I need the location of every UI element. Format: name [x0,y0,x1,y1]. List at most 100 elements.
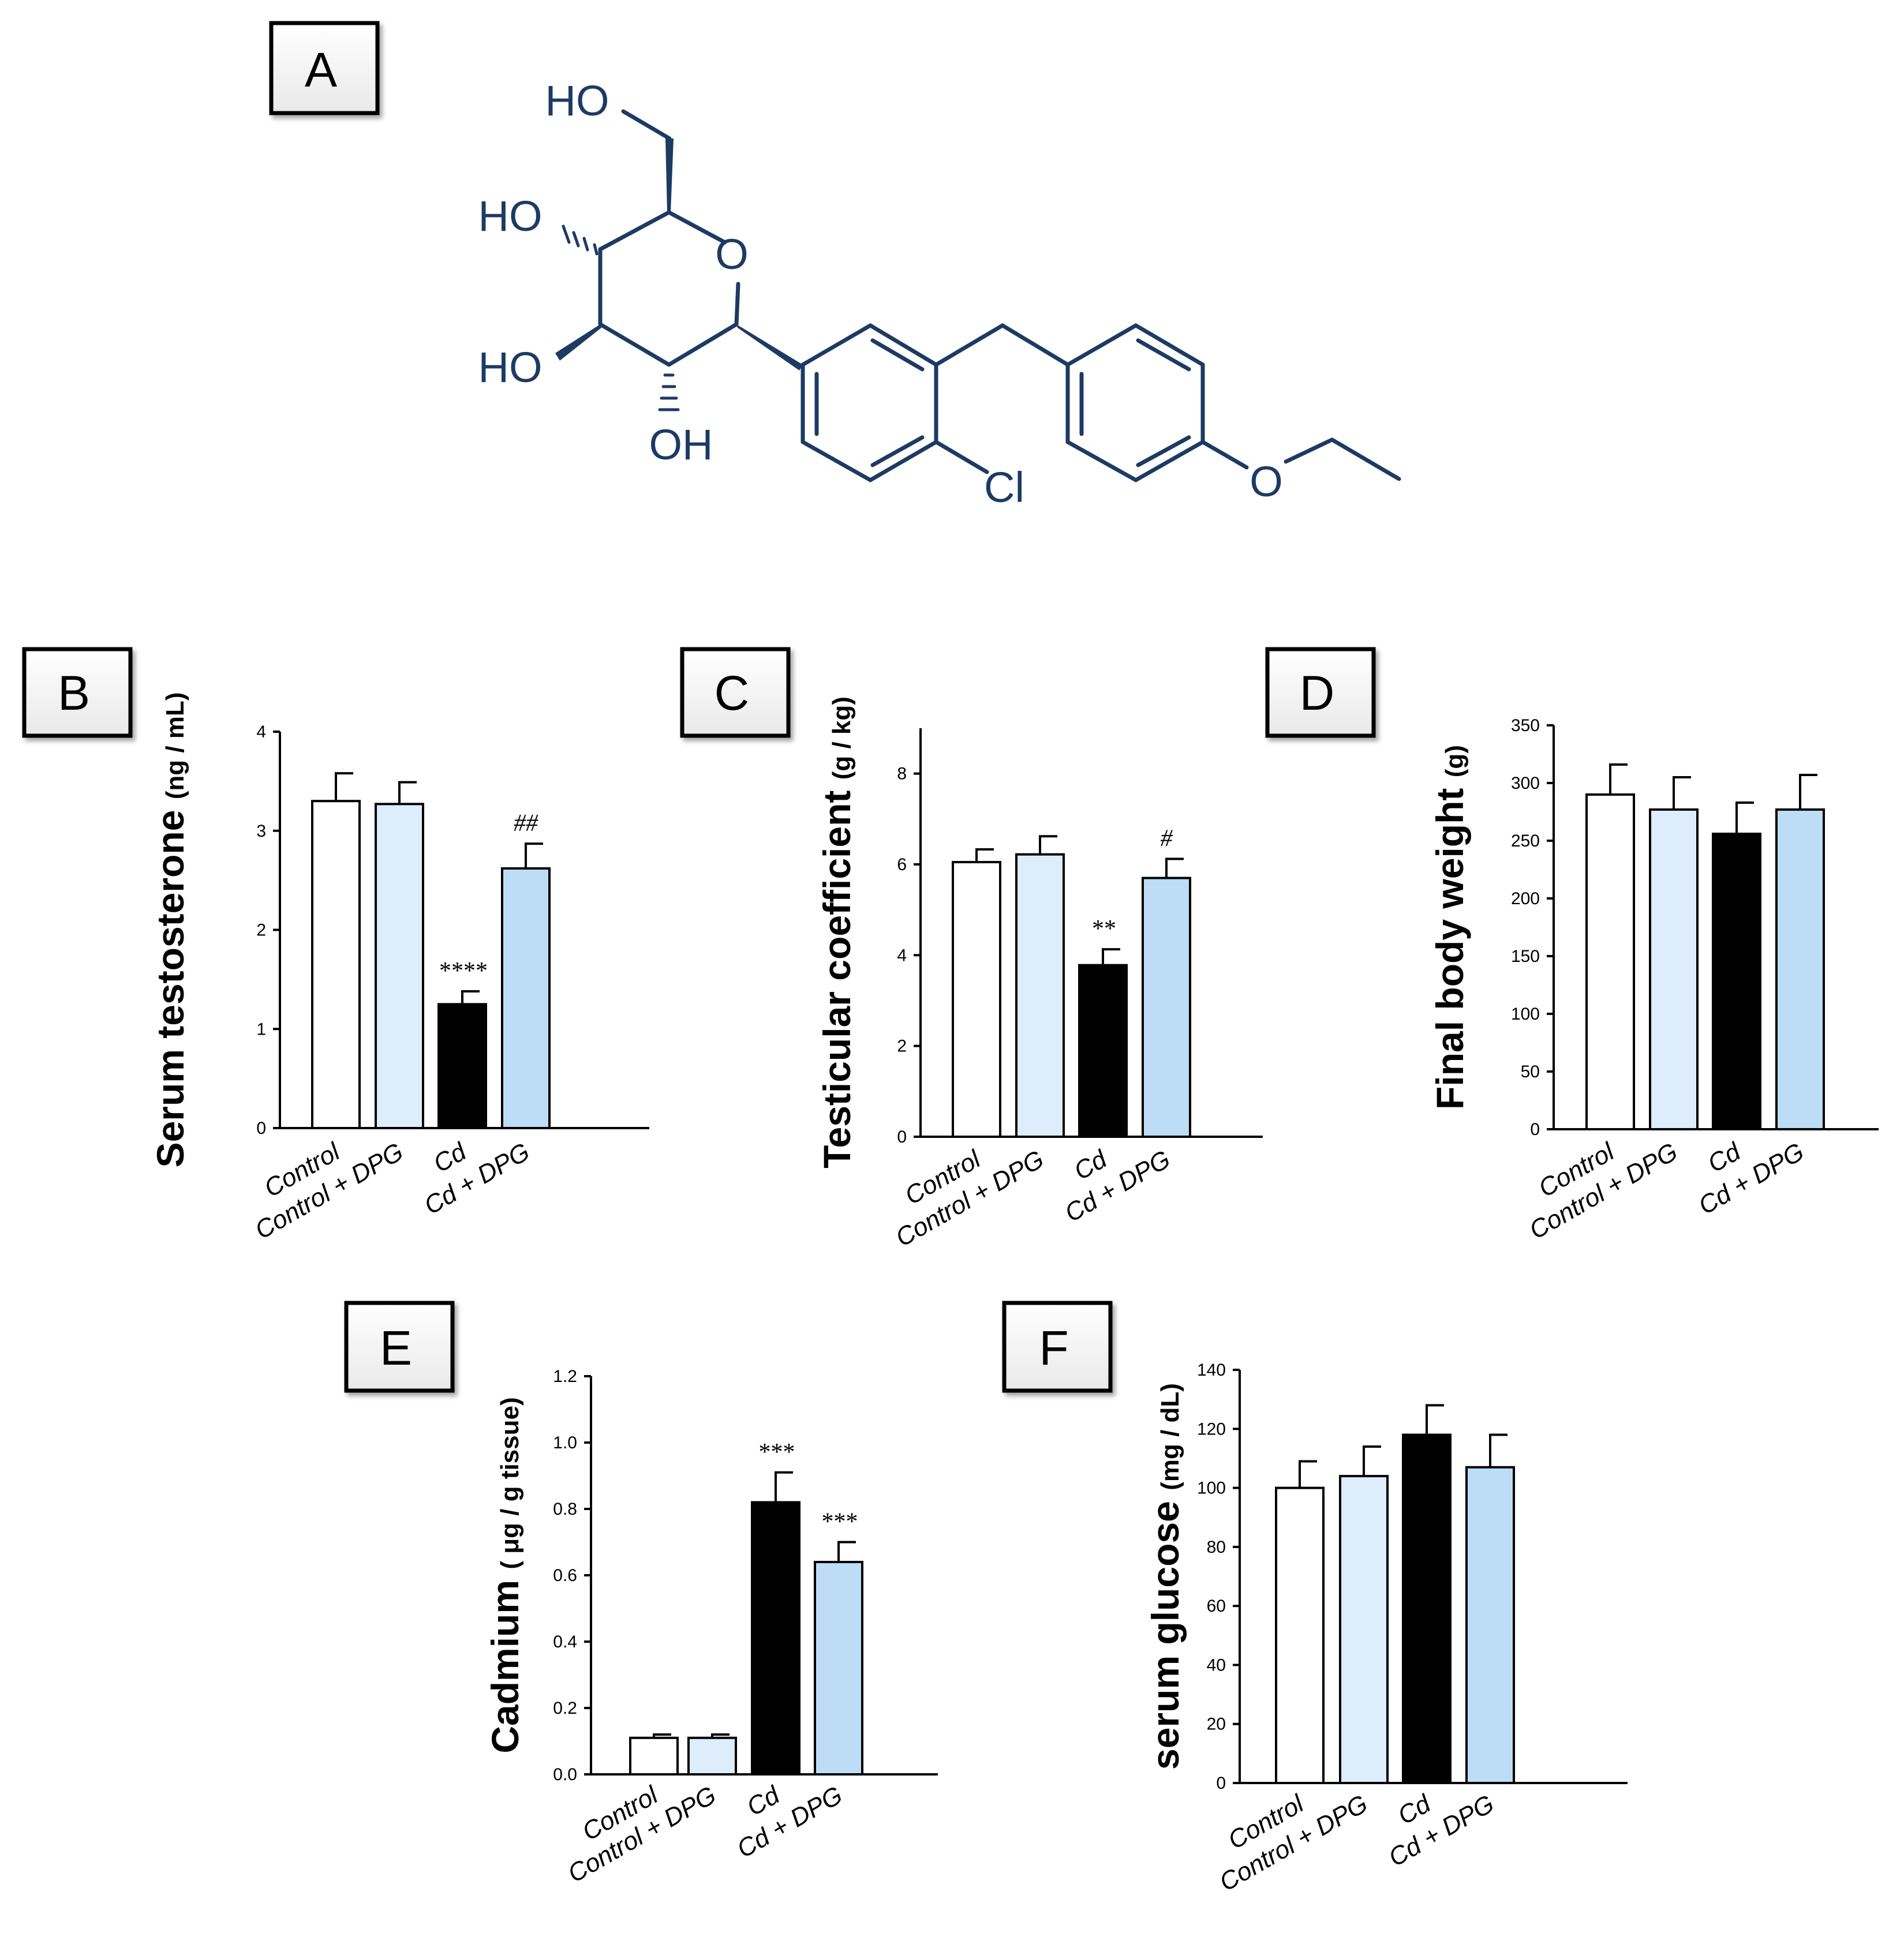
y-axis-label: Testicular coefficient (g / kg) [816,696,858,1168]
bar-control [311,800,361,1129]
bond-bridge-1 [934,323,1005,367]
bond-ar2-a [1065,323,1138,367]
bar-cd-dpg [814,1561,863,1776]
bar-cd [1712,833,1761,1130]
y-axis-unit: (mg / dL) [1156,1383,1184,1490]
bar-control-dpg [1015,853,1065,1138]
y-tick-label: 0.6 [553,1566,577,1585]
y-tick-label: 40 [1207,1655,1226,1675]
y-tick-label: 150 [1511,947,1540,966]
y-axis-label-text: Final body weight [1428,777,1471,1110]
y-tick-label: 2 [897,1037,907,1056]
bond-ether-3 [1330,437,1401,481]
y-tick-label: 350 [1511,716,1540,735]
atom-label-ether-o: O [1250,458,1283,505]
panel-letter-d: D [1300,666,1335,720]
significance-label: *** [758,1439,794,1466]
bond-c2-c3 [598,322,671,367]
panel-label-e: E [344,1301,455,1393]
bond-c5-o [667,210,727,245]
y-axis-label: serum glucose (mg / dL) [1144,1383,1187,1770]
panel-label-b: B [22,647,133,738]
y-tick-label: 0 [1530,1120,1540,1139]
wedge-c3 [555,324,601,361]
significance-label: **** [438,958,487,984]
bar-control-dpg [375,803,424,1129]
y-axis-label-text: Serum testosterone [149,799,192,1167]
y-tick-label: 20 [1207,1715,1226,1734]
bar-cd-dpg [1775,808,1825,1130]
y-tick-label: 120 [1197,1419,1226,1439]
y-tick-label: 0.0 [553,1765,577,1784]
y-axis-unit: (g) [1441,745,1469,777]
y-axis-label: Final body weight (g) [1428,745,1471,1110]
atom-label-ho-mid: HO [478,192,543,240]
y-tick-label: 3 [256,822,266,841]
bond-ar1-b [868,323,938,367]
y-tick-label: 60 [1207,1597,1226,1616]
panel-label-a: A [269,21,380,115]
y-axis-unit: ( μg / g tissue) [496,1397,524,1569]
panel-label-f: F [1002,1301,1113,1393]
bar-control [629,1736,679,1776]
bond-ar2-e [1065,440,1138,482]
bond-ch2-oh [621,109,672,141]
significance-label: # [1161,826,1173,852]
bond-cl [934,440,989,474]
panel-label-c: C [680,647,791,738]
y-tick-label: 140 [1197,1361,1226,1380]
y-tick-label: 250 [1511,831,1540,851]
y-tick-label: 2 [256,921,266,940]
y-axis-label: Serum testosterone (ng / mL) [149,692,192,1168]
atom-label-cl: Cl [984,463,1024,511]
y-axis-label-text: Cadmium [484,1570,526,1754]
chemical-structure [555,109,1401,482]
y-tick-label: 0 [897,1128,907,1147]
y-tick-label: 6 [897,855,907,874]
y-tick-label: 4 [256,722,266,741]
bar-cd [1078,964,1128,1138]
bond-bridge-2 [1000,323,1070,367]
significance-label: ** [1091,916,1115,942]
bond-ar1-inner-1 [870,338,925,372]
y-axis-label-text: Testicular coefficient [816,780,858,1168]
panel-letter-b: B [58,666,90,720]
y-tick-label: 1.2 [553,1367,577,1386]
bar-control-dpg [687,1736,737,1776]
hash-c4 [562,224,598,256]
bar-cd [1402,1433,1452,1785]
wedge-c5 [665,138,674,212]
y-tick-label: 1 [256,1020,266,1039]
bar-cd [437,1003,487,1129]
bond-ar1-e [800,440,873,482]
y-tick-label: 80 [1207,1538,1226,1557]
y-tick-label: 0.4 [553,1632,577,1651]
bar-cd-dpg [1142,877,1191,1138]
panel-letter-f: F [1039,1321,1068,1375]
bar-control-dpg [1339,1475,1389,1784]
bond-ar1-d [868,440,938,482]
panel-letter-e: E [380,1321,412,1375]
y-tick-label: 0 [256,1119,266,1138]
y-tick-label: 200 [1511,889,1540,908]
y-tick-label: 100 [1511,1005,1540,1024]
significance-label: ## [514,810,538,837]
bond-ar2-d [1134,440,1205,482]
bond-ether-1 [1200,440,1249,470]
atom-label-oh: OH [649,421,713,469]
atom-label-ho-top: HO [545,77,609,125]
atom-label-ring-o: O [715,230,749,278]
y-tick-label: 1.0 [553,1433,577,1452]
significance-label: *** [821,1509,857,1535]
y-tick-label: 300 [1511,774,1540,793]
y-axis-unit: (ng / mL) [161,692,189,800]
y-axis-unit: (g / kg) [828,696,856,780]
panel-letter-c: C [715,666,750,720]
y-tick-label: 100 [1197,1479,1226,1498]
structure-atom-labels: HO HO HO OH O Cl O [478,77,1283,511]
bond-ar2-inner-2 [1136,435,1191,467]
